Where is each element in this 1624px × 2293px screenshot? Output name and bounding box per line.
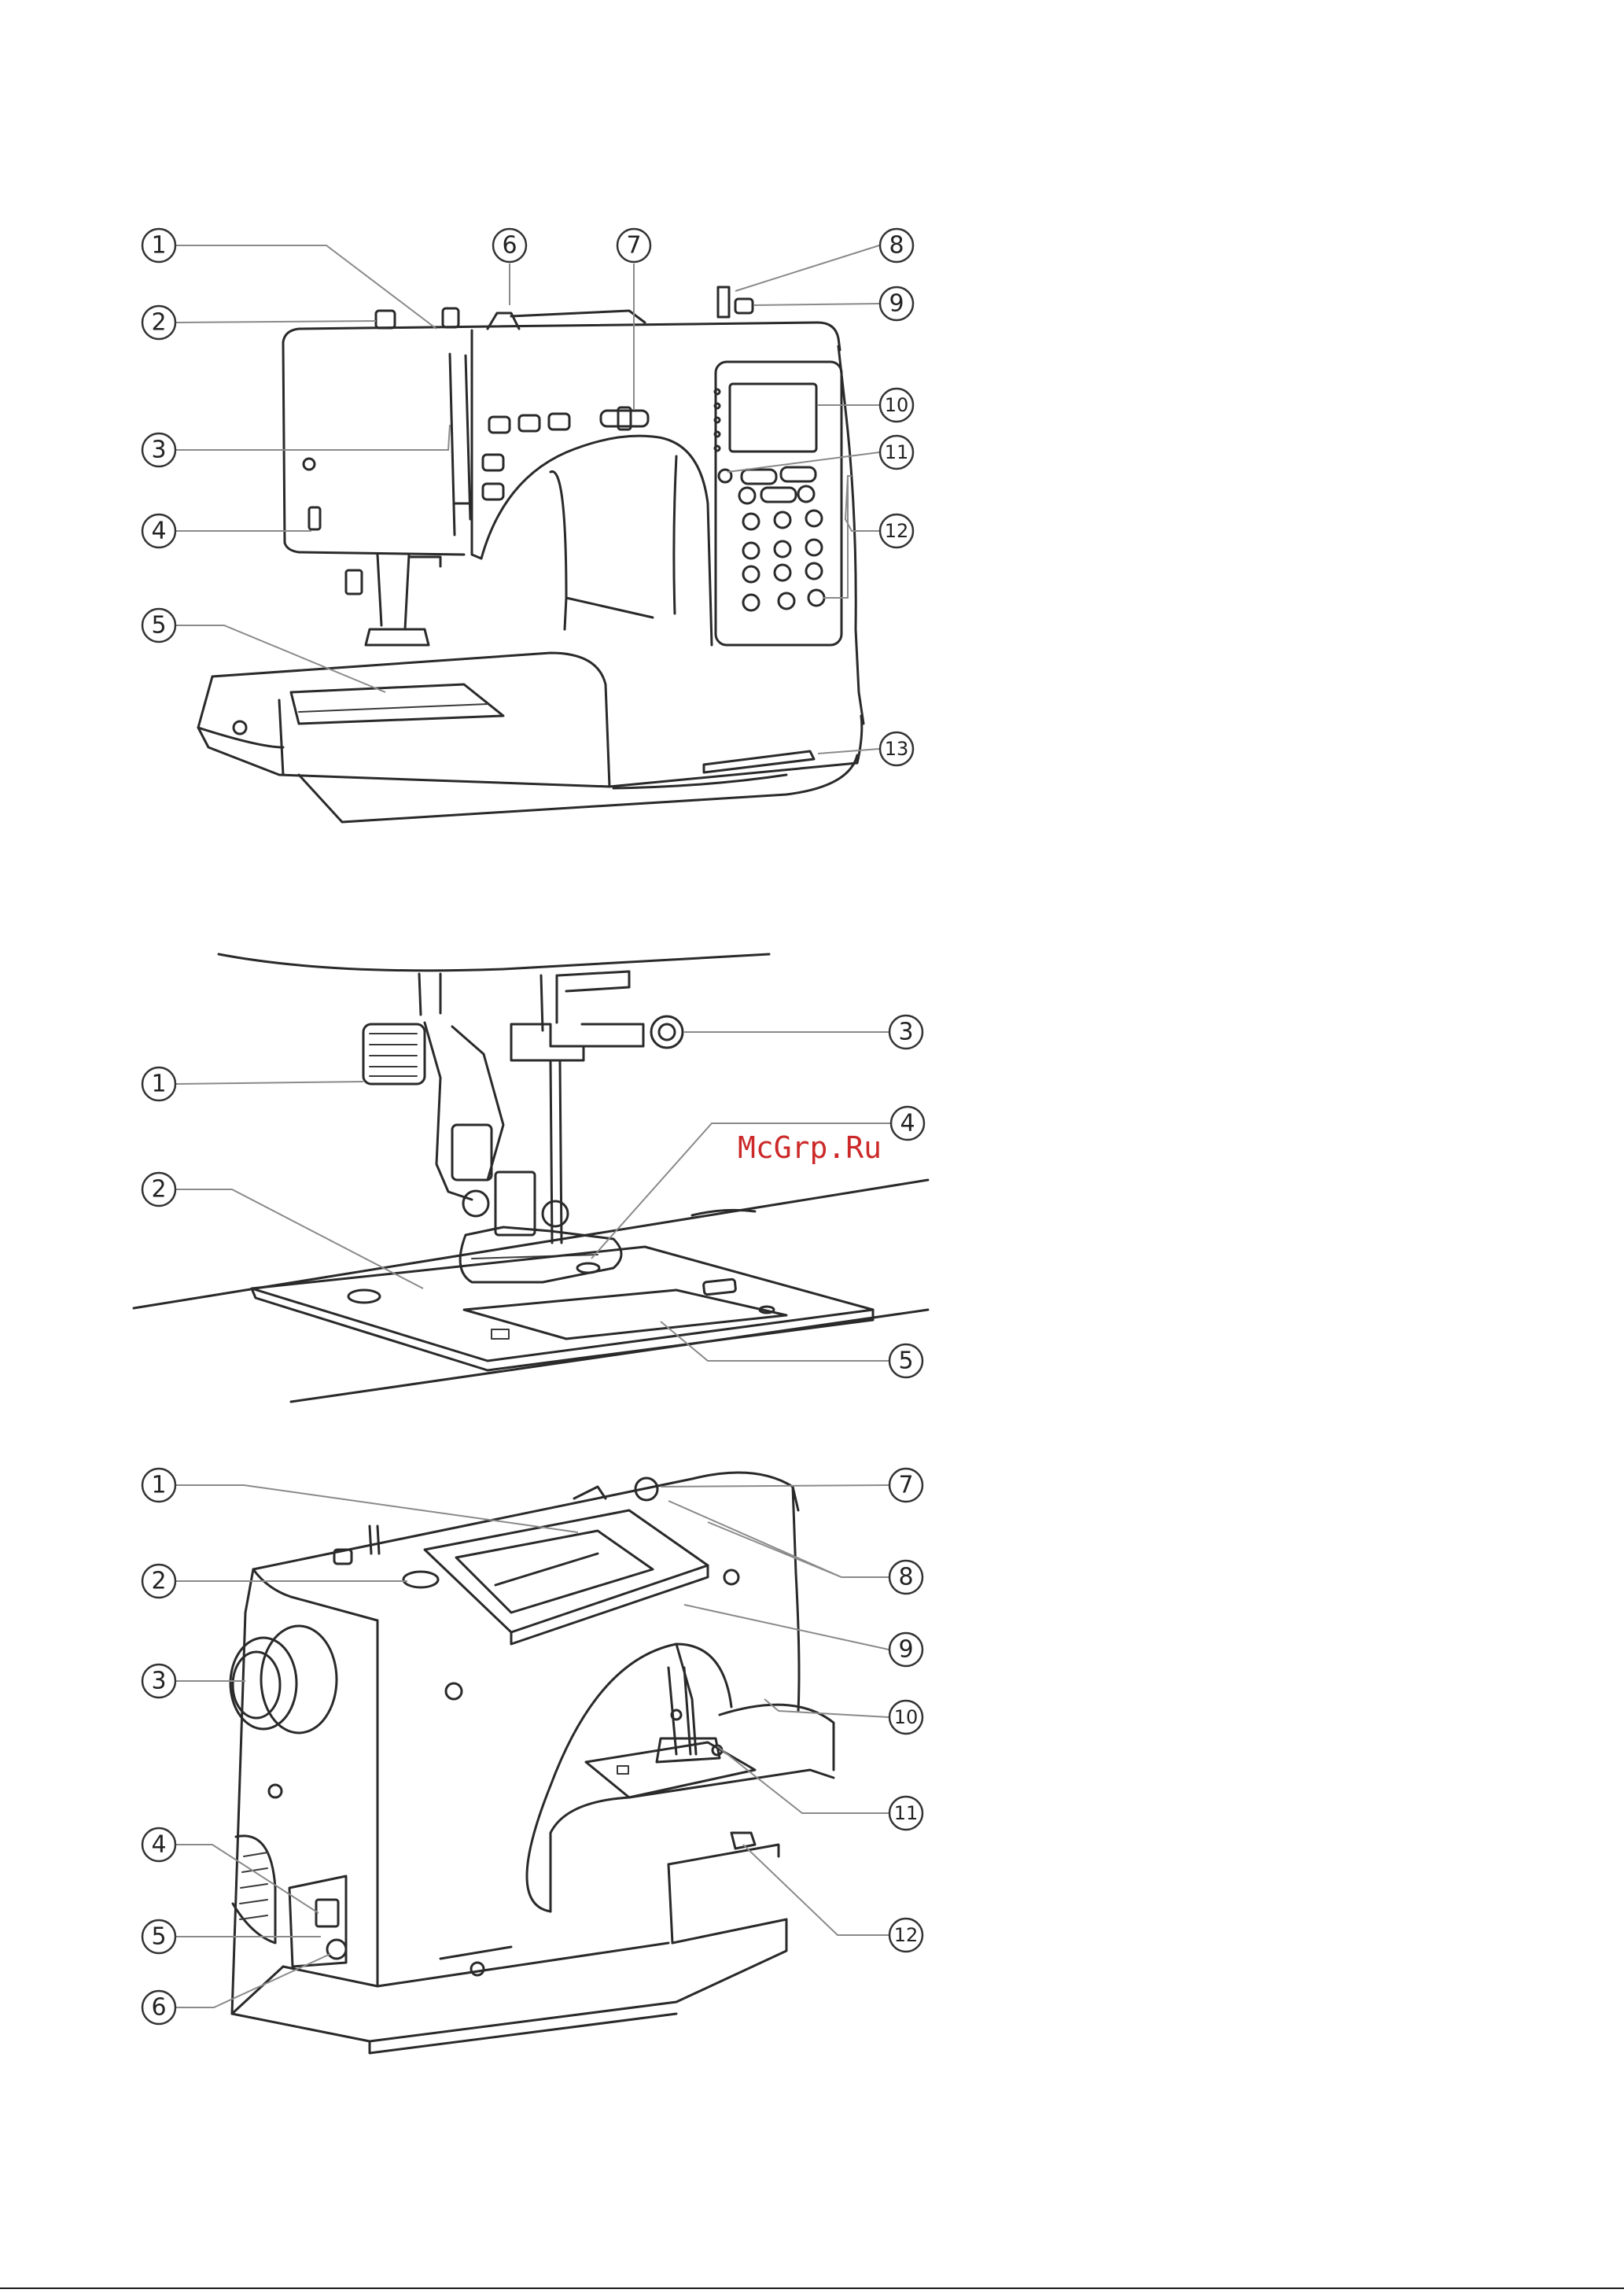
fig1-callout-2: 2	[142, 306, 175, 339]
svg-text:6: 6	[151, 1994, 166, 2022]
svg-text:11: 11	[894, 1802, 919, 1824]
fig3-callout-7: 7	[889, 1469, 922, 1502]
fig3-callout-2: 2	[142, 1565, 175, 1598]
fig3-callout-4: 4	[142, 1828, 175, 1861]
svg-text:5: 5	[151, 1923, 166, 1951]
fig1-callout-8: 8	[880, 229, 913, 262]
figure-3-rear-view	[230, 1473, 834, 2053]
fig2-callout-3: 3	[889, 1016, 922, 1049]
fig3-callout-8: 8	[889, 1561, 922, 1594]
svg-text:1: 1	[151, 1071, 166, 1098]
fig1-callout-10: 10	[880, 389, 913, 422]
watermark-text: McGrp.Ru	[738, 1130, 882, 1165]
fig1-callout-5: 5	[142, 609, 175, 642]
fig3-callout-12: 12	[889, 1919, 922, 1952]
svg-text:1: 1	[151, 232, 166, 260]
svg-text:7: 7	[626, 232, 641, 260]
svg-text:12: 12	[885, 520, 909, 542]
figure-1-front-view	[198, 287, 864, 822]
svg-text:3: 3	[151, 1668, 166, 1695]
fig2-callout-4: 4	[891, 1107, 924, 1140]
fig3-callout-10: 10	[889, 1701, 922, 1734]
figure-1-callouts: 1 2 3 4 5 6 7 8 9 10 11 12 13	[142, 229, 913, 765]
svg-text:10: 10	[894, 1706, 919, 1728]
fig2-callout-2: 2	[142, 1173, 175, 1206]
svg-text:4: 4	[900, 1110, 915, 1137]
svg-text:13: 13	[885, 738, 909, 760]
svg-text:12: 12	[894, 1924, 919, 1946]
figure-2-callouts: 1 2 3 4 5	[142, 1016, 924, 1377]
svg-text:2: 2	[151, 309, 166, 337]
figure-2-presser-foot	[134, 954, 928, 1402]
fig2-callout-1: 1	[142, 1067, 175, 1100]
fig1-callout-6: 6	[493, 229, 526, 262]
svg-text:4: 4	[151, 518, 166, 545]
fig1-callout-13: 13	[880, 732, 913, 765]
svg-text:5: 5	[151, 612, 166, 640]
svg-text:2: 2	[151, 1568, 166, 1595]
fig3-callout-3: 3	[142, 1664, 175, 1698]
svg-text:8: 8	[889, 232, 904, 260]
figure-3-callouts: 1 2 3 4 5 6 7 8 9 10 11 12	[142, 1469, 922, 2024]
page-bottom-rule	[0, 2287, 1624, 2289]
svg-text:9: 9	[889, 290, 904, 318]
fig1-callout-9: 9	[880, 287, 913, 320]
svg-text:8: 8	[898, 1564, 913, 1591]
fig2-callout-5: 5	[889, 1344, 922, 1377]
fig3-callout-6: 6	[142, 1991, 175, 2024]
fig3-callout-9: 9	[889, 1633, 922, 1666]
svg-text:7: 7	[898, 1472, 913, 1499]
fig1-callout-1: 1	[142, 229, 175, 262]
svg-text:3: 3	[898, 1019, 913, 1046]
fig3-callout-1: 1	[142, 1469, 175, 1502]
svg-text:4: 4	[151, 1831, 166, 1859]
fig1-callout-4: 4	[142, 514, 175, 547]
fig1-callout-11: 11	[880, 436, 913, 469]
fig1-callout-7: 7	[617, 229, 650, 262]
svg-text:5: 5	[898, 1347, 913, 1375]
svg-text:3: 3	[151, 437, 166, 464]
fig3-callout-5: 5	[142, 1920, 175, 1953]
fig1-callout-3: 3	[142, 433, 175, 466]
fig3-callout-11: 11	[889, 1797, 922, 1830]
fig1-callout-12: 12	[880, 514, 913, 547]
svg-text:11: 11	[885, 441, 909, 463]
svg-text:2: 2	[151, 1176, 166, 1204]
svg-text:1: 1	[151, 1472, 166, 1499]
svg-text:10: 10	[885, 394, 909, 416]
svg-text:9: 9	[898, 1636, 913, 1664]
svg-text:6: 6	[502, 232, 517, 260]
